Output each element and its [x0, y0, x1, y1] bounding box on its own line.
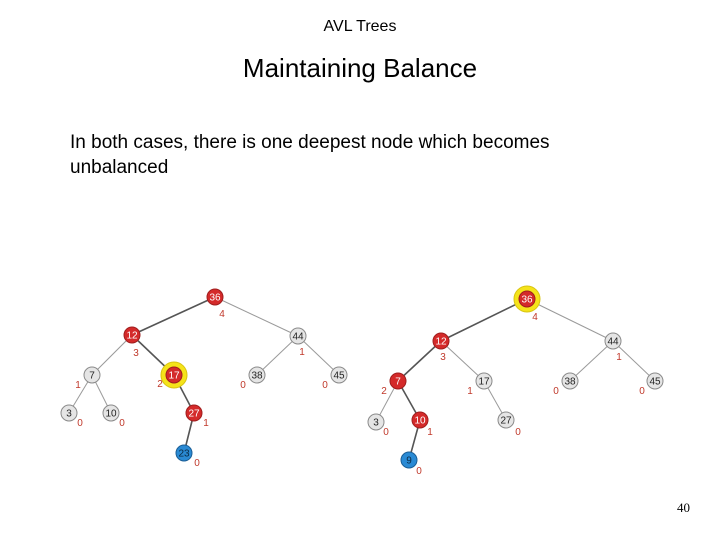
height-label: 0 — [383, 427, 389, 438]
height-label: 1 — [203, 418, 209, 429]
height-label: 1 — [467, 386, 473, 397]
tree-edge — [297, 335, 340, 376]
tree-edge — [440, 298, 528, 342]
tree-edge — [612, 340, 656, 382]
tree-node — [367, 413, 385, 431]
height-label: 2 — [157, 379, 163, 390]
node-label: 27 — [188, 409, 200, 420]
tree-edge — [569, 340, 614, 382]
tree-node — [432, 332, 450, 350]
node-label: 12 — [126, 331, 138, 342]
tree-node — [389, 372, 407, 390]
node-label: 3 — [373, 418, 379, 429]
height-label: 0 — [240, 380, 246, 391]
tree-node — [175, 444, 193, 462]
node-label: 7 — [395, 377, 401, 388]
node-label: 44 — [607, 337, 619, 348]
node-label: 27 — [500, 416, 512, 427]
node-label: 38 — [251, 371, 263, 382]
node-label: 7 — [89, 371, 95, 382]
tree-node — [83, 366, 101, 384]
tree-node — [475, 372, 493, 390]
tree-node — [330, 366, 348, 384]
height-label: 1 — [427, 427, 433, 438]
node-label: 36 — [209, 293, 221, 304]
node-label: 10 — [105, 409, 117, 420]
node-label: 17 — [168, 371, 180, 382]
tree-node — [60, 404, 78, 422]
tree-node — [289, 327, 307, 345]
node-label: 10 — [414, 416, 426, 427]
tree-node — [206, 288, 224, 306]
height-label: 1 — [616, 352, 622, 363]
node-label: 38 — [564, 377, 576, 388]
tree-edge — [526, 298, 614, 342]
height-label: 0 — [119, 418, 125, 429]
tree-node — [165, 366, 183, 384]
height-label: 4 — [219, 309, 225, 320]
tree-node — [248, 366, 266, 384]
height-label: 0 — [322, 380, 328, 391]
height-label: 0 — [77, 418, 83, 429]
tree-edge — [256, 335, 299, 376]
node-label: 23 — [178, 449, 190, 460]
height-label: 1 — [299, 347, 305, 358]
node-label: 45 — [649, 377, 661, 388]
height-label: 0 — [639, 386, 645, 397]
node-label: 9 — [406, 456, 412, 467]
height-label: 0 — [553, 386, 559, 397]
node-label: 44 — [292, 332, 304, 343]
tree-edge — [440, 340, 485, 382]
slide-header: AVL Trees — [323, 18, 397, 35]
height-label: 3 — [133, 348, 139, 359]
tree-node — [497, 411, 515, 429]
tree-node — [400, 451, 418, 469]
tree-node — [561, 372, 579, 390]
tree-edge — [214, 296, 299, 337]
tree-node — [102, 404, 120, 422]
height-label: 0 — [194, 458, 200, 469]
height-label: 3 — [440, 352, 446, 363]
height-label: 2 — [381, 386, 387, 397]
tree-edge — [397, 340, 442, 382]
height-label: 0 — [416, 466, 422, 477]
height-label: 1 — [75, 380, 81, 391]
tree-node — [646, 372, 664, 390]
node-label: 36 — [521, 295, 533, 306]
node-label: 17 — [478, 377, 490, 388]
tree-node — [411, 411, 429, 429]
tree-node — [123, 326, 141, 344]
tree-node — [185, 404, 203, 422]
tree-edge — [91, 334, 133, 376]
node-label: 45 — [333, 371, 345, 382]
tree-node — [604, 332, 622, 350]
node-label: 3 — [66, 409, 72, 420]
page-number: 40 — [677, 500, 690, 515]
slide-title: Maintaining Balance — [242, 53, 478, 83]
node-label: 12 — [435, 337, 447, 348]
height-label: 0 — [515, 427, 521, 438]
tree-node — [518, 290, 536, 308]
tree-edge — [131, 296, 216, 336]
body-text: In both cases, there is one deepest node… — [70, 132, 550, 178]
height-label: 4 — [532, 312, 538, 323]
